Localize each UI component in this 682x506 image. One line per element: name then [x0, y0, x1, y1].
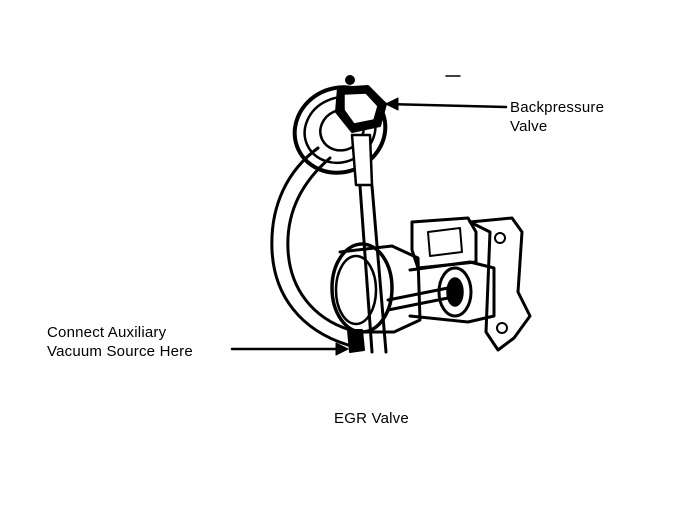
egr-valve-body — [330, 216, 532, 353]
leader-arrows — [230, 97, 508, 356]
backpressure-valve — [292, 75, 388, 187]
auxiliary-vacuum-label: Connect Auxiliary Vacuum Source Here — [47, 323, 193, 361]
backpressure-label-line1: Backpressure — [510, 99, 605, 116]
connect-label-line1: Connect Auxiliary — [47, 324, 167, 341]
connect-label-line2: Vacuum Source Here — [47, 343, 193, 360]
valve-rod — [358, 184, 388, 354]
arrow-backpressure — [384, 102, 508, 109]
arrowhead-backpressure-icon — [385, 97, 399, 111]
figure-caption: EGR Valve — [334, 410, 409, 427]
backpressure-label-line2: Valve — [510, 118, 548, 135]
arrowhead-connect-icon — [335, 342, 349, 356]
vacuum-hose — [270, 146, 352, 347]
backpressure-valve-label: Backpressure Valve — [510, 98, 604, 136]
